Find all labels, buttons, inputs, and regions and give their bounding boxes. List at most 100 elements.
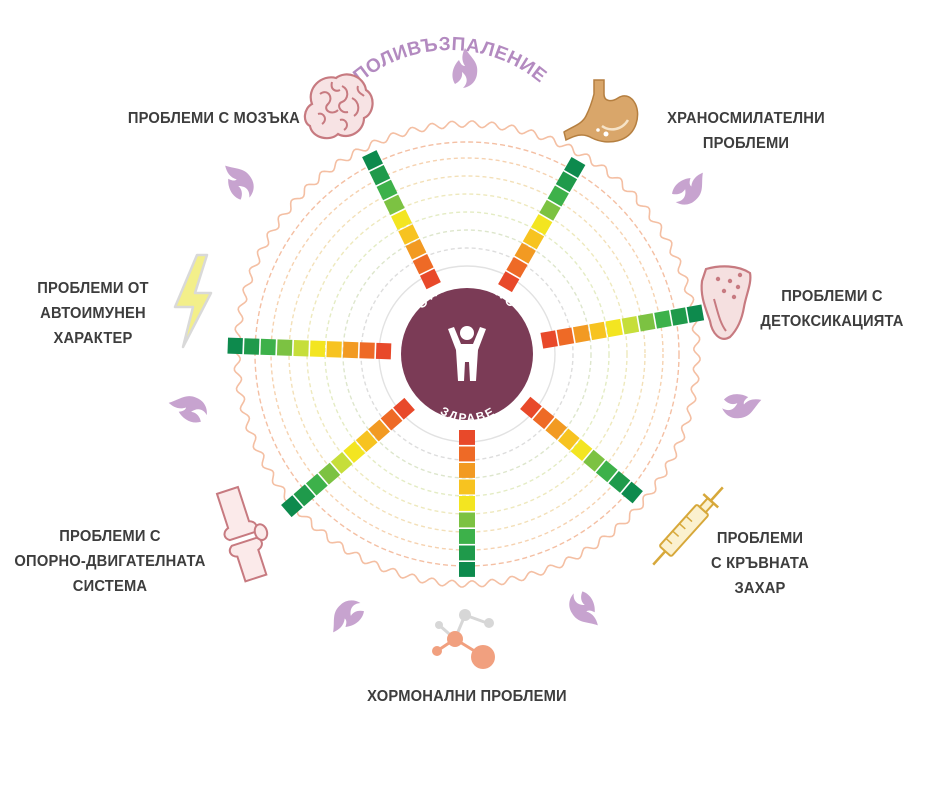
stomach-icon [563, 79, 639, 143]
gauge-cell [330, 451, 353, 474]
gauge-cell [506, 256, 528, 278]
label-line: ПРОБЛЕМИ ОТ [37, 280, 149, 297]
gauge-cell [589, 321, 607, 341]
gauge-cell [583, 449, 605, 472]
knee-joint-icon [215, 485, 269, 583]
gauge-cell [637, 313, 656, 332]
gauge-cell [621, 316, 640, 335]
label-line: ПРОБЛЕМИ С [781, 288, 883, 305]
gauge-cell [309, 340, 326, 358]
person-arms-up-icon [448, 326, 486, 381]
label-line: СИСТЕМА [72, 578, 148, 595]
label-digestive: ХРАНОСМИЛАТЕЛНИ ПРОБЛЕМИ [645, 106, 847, 156]
flame-icon [168, 396, 207, 423]
label-line: ХОРМОНАЛНИ ПРОБЛЕМИ [367, 688, 567, 705]
label-line: АВТОИМУНЕН [40, 305, 146, 322]
gauge-cell [383, 194, 405, 216]
gauge-cell [343, 441, 366, 463]
gauge-cell [555, 171, 578, 193]
label-detox: ПРОБЛЕМИ С ДЕТОКСИКАЦИЯТА [749, 284, 915, 334]
center-badge: ОПТИМАЛНО ЗДРАВЕ [401, 275, 533, 425]
outer-wavy-ring [233, 120, 701, 588]
gauge-cell [369, 164, 391, 186]
gauge-cell [243, 338, 260, 355]
gauge-cell [342, 341, 359, 359]
gauge-cell [276, 339, 293, 356]
gauge-cell [572, 324, 591, 343]
gauge-cell [547, 185, 569, 207]
gauge-cell [686, 304, 705, 323]
gauge-cell [375, 342, 392, 360]
label-autoimmune: ПРОБЛЕМИ ОТ АВТОИМУНЕН ХАРАКТЕР [24, 276, 162, 351]
gauge-cell [621, 481, 643, 504]
center-bottom-text: ЗДРАВЕ [438, 404, 498, 426]
gauge-cell [405, 239, 427, 260]
gauge-hormonal [459, 430, 475, 577]
gauge-cell [545, 417, 568, 440]
gauge-cell [260, 338, 276, 356]
gauge-cell [459, 446, 475, 462]
gauge-autoimmune [227, 337, 392, 360]
gauge-cell [355, 430, 378, 453]
flame-icon [225, 165, 254, 200]
gauge-cell [398, 224, 420, 245]
gauge-cell [293, 484, 316, 507]
label-line: ПРОБЛЕМИ С МОЗЪКА [127, 110, 300, 127]
gauge-cell [654, 310, 672, 329]
gauge-cell [540, 330, 558, 349]
lightning-icon [173, 253, 213, 349]
gauge-detox [540, 304, 705, 349]
flame-icon [569, 591, 598, 626]
molecule-icon [432, 609, 495, 669]
ring-6 [342, 229, 592, 479]
gauge-cell [514, 242, 536, 264]
gauge-cell [293, 339, 309, 357]
gauge-cell [326, 341, 342, 358]
gauge-digestive [498, 156, 586, 293]
gauge-cell [391, 209, 412, 230]
label-line: ПРОБЛЕМИ [702, 135, 790, 152]
gauge-cell [605, 318, 623, 338]
gauge-bars [227, 150, 705, 577]
gauge-cell [498, 271, 520, 293]
gauge-cell [393, 397, 415, 420]
gauge-cell [281, 495, 303, 518]
syringe-icon [652, 486, 724, 566]
gauge-cell [670, 307, 688, 326]
gauge-cell [520, 396, 542, 419]
gauge-cell [368, 419, 390, 442]
label-line: ЗАХАР [734, 580, 786, 597]
label-line: ПРОБЛЕМИ [716, 530, 804, 547]
gauge-cell [564, 156, 586, 178]
diagram-title: ПОЛИВЪЗПАЛЕНИЕ [350, 34, 551, 87]
gauge-cell [459, 512, 475, 528]
gauge-cell [305, 473, 328, 496]
gauge-cell [557, 428, 580, 451]
label-brain: ПРОБЛЕМИ С МОЗЪКА [79, 106, 300, 131]
label-line: ХАРАКТЕР [53, 330, 133, 347]
gauge-cell [412, 253, 434, 275]
label-line: ПРОБЛЕМИ С [59, 528, 161, 545]
gauge-cell [380, 408, 403, 431]
gauge-cell [570, 439, 593, 461]
flame-icon [672, 172, 703, 205]
label-line: ОПОРНО-ДВИГАТЕЛНАТА [14, 553, 206, 570]
gauge-cell [459, 529, 475, 544]
label-line: ХРАНОСМИЛАТЕЛНИ [667, 110, 825, 127]
brain-icon [303, 73, 374, 140]
liver-icon [700, 265, 752, 340]
label-hormonal: ХОРМОНАЛНИ ПРОБЛЕМИ [334, 684, 601, 709]
gauge-cell [595, 460, 618, 483]
gauge-cell [227, 337, 243, 355]
flame-icon [333, 600, 364, 633]
gauge-cell [419, 268, 441, 290]
gauge-cell [556, 327, 575, 346]
ring-5 [324, 211, 610, 497]
gauge-cell [359, 342, 375, 359]
label-line: ДЕТОКСИКАЦИЯТА [760, 313, 904, 330]
gauge-cell [376, 179, 398, 201]
gauge-cell [459, 545, 475, 561]
gauge-cell [531, 214, 553, 236]
